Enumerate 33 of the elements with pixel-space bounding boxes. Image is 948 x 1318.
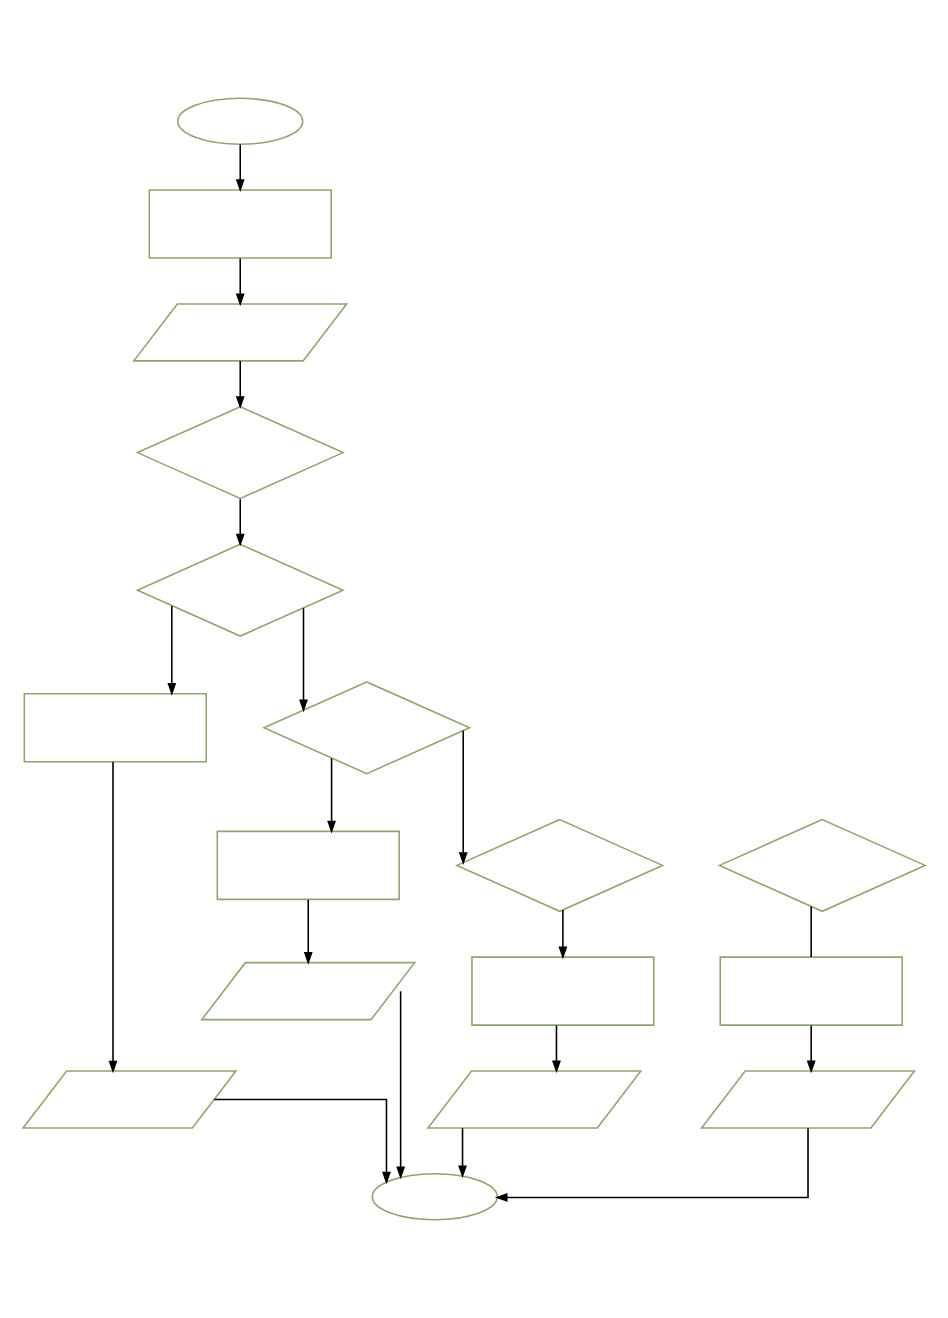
arrow bbox=[558, 909, 568, 960]
node-parallelogram bbox=[21, 1070, 238, 1129]
node-box bbox=[719, 956, 903, 1026]
arrow bbox=[213, 1098, 391, 1185]
arrow bbox=[299, 607, 308, 713]
node-box bbox=[471, 956, 655, 1026]
arrow bbox=[458, 1127, 467, 1179]
node-diamond bbox=[135, 543, 345, 637]
arrow bbox=[167, 605, 177, 696]
node-parallelogram bbox=[200, 961, 417, 1021]
arrow bbox=[396, 990, 406, 1180]
node-oval bbox=[176, 97, 304, 145]
arrow bbox=[327, 757, 336, 834]
node-box bbox=[216, 830, 400, 901]
node-parallelogram bbox=[426, 1070, 643, 1129]
arrow bbox=[235, 257, 245, 307]
node-box bbox=[148, 189, 332, 259]
connector bbox=[810, 905, 812, 958]
node-parallelogram bbox=[700, 1070, 917, 1129]
arrow bbox=[303, 898, 313, 965]
node-diamond bbox=[135, 405, 345, 500]
node-diamond bbox=[717, 818, 927, 913]
node-diamond bbox=[262, 681, 472, 775]
arrow bbox=[235, 143, 245, 192]
node-box bbox=[23, 693, 207, 763]
arrow bbox=[108, 761, 118, 1074]
arrow bbox=[806, 1024, 816, 1074]
arrow bbox=[235, 498, 245, 547]
arrow bbox=[494, 1127, 809, 1202]
arrow bbox=[235, 360, 245, 409]
arrow bbox=[552, 1024, 561, 1074]
node-parallelogram bbox=[132, 303, 349, 362]
arrow bbox=[458, 729, 468, 865]
